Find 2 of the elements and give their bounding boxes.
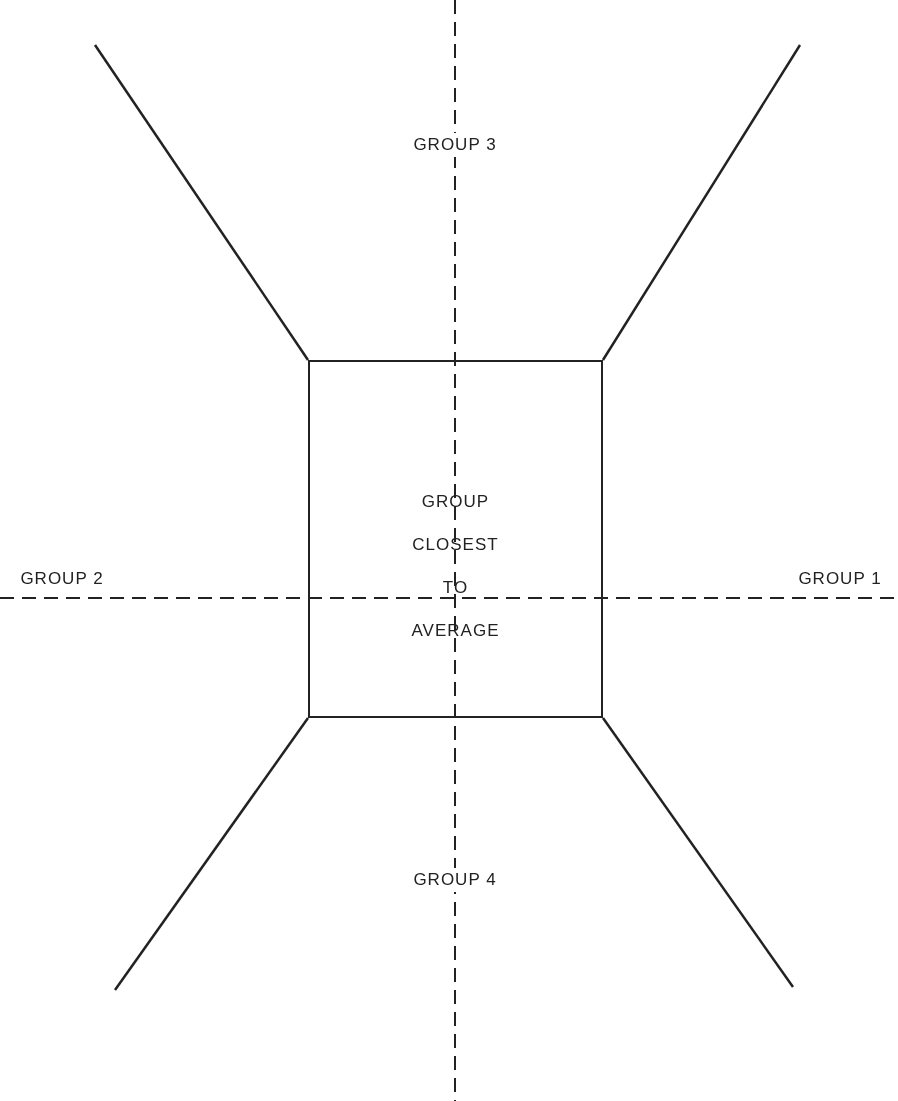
box-label: GROUP CLOSEST TO AVERAGE — [410, 491, 501, 642]
center-box — [308, 360, 603, 718]
